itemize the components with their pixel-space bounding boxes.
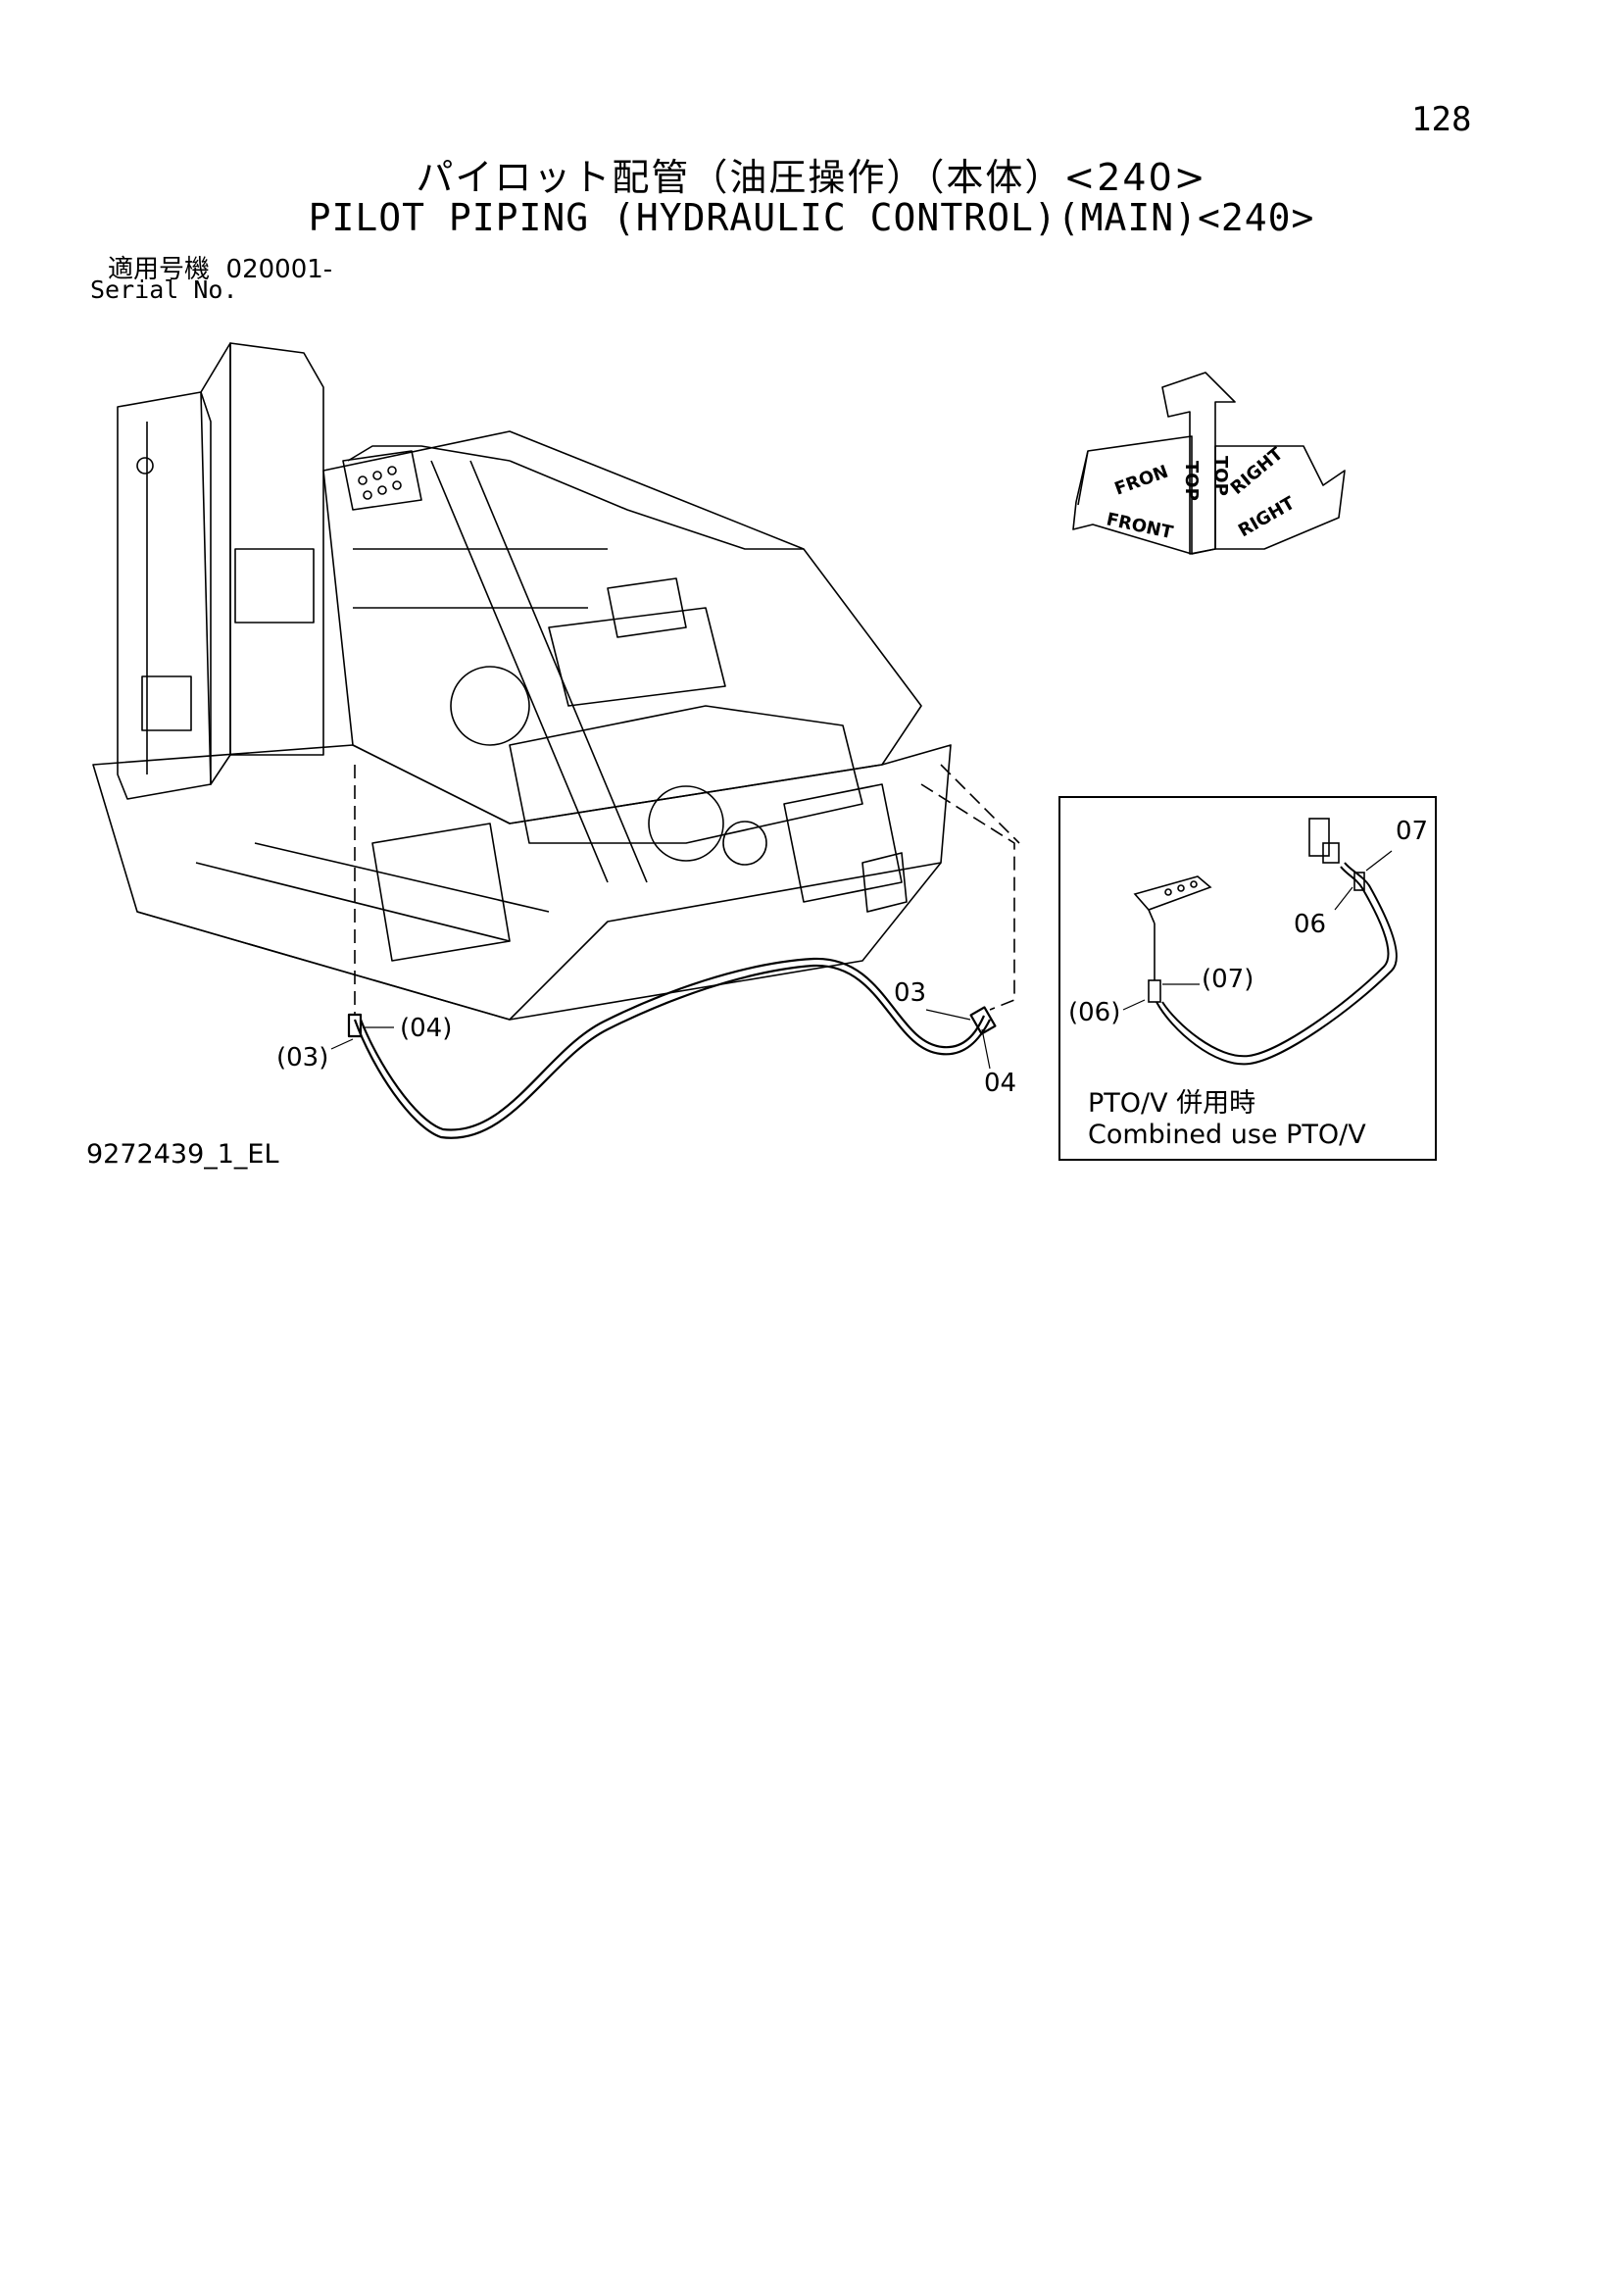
pilot-hose-main	[347, 957, 997, 1139]
inset-caption-japanese: PTO/V 併用時	[1088, 1088, 1256, 1119]
serial-label-english: Serial No.	[90, 275, 238, 304]
pto-inset-box	[1058, 796, 1437, 1161]
inset-callout-paren-07: (07)	[1202, 965, 1254, 994]
serial-label-jp-text: 適用号機	[108, 255, 211, 284]
callout-paren-03: (03)	[276, 1043, 329, 1073]
cab-pillar	[117, 342, 324, 800]
page-title-english: PILOT PIPING (HYDRAULIC CONTROL)(MAIN)<2…	[308, 196, 1315, 239]
orientation-right-label-b: RIGHT	[1235, 492, 1299, 541]
page-title-japanese: パイロット配管（油圧操作）（本体）<240>	[416, 156, 1207, 199]
serial-number-value: 020001-	[225, 255, 333, 284]
callout-04: 04	[984, 1069, 1017, 1098]
inset-callout-06: 06	[1294, 910, 1327, 939]
drawing-id: 9272439_1_EL	[86, 1139, 279, 1170]
orientation-front-label-a: FRON	[1112, 462, 1171, 500]
upper-frame	[92, 430, 952, 1021]
orientation-right-label-a: RIGHT	[1227, 443, 1288, 499]
orientation-top-label-a: TOP	[1181, 461, 1202, 501]
orientation-icon	[1072, 372, 1346, 555]
inset-caption-english: Combined use PTO/V	[1088, 1120, 1366, 1150]
orientation-top-label-b: TOP	[1210, 456, 1231, 496]
inset-callout-07: 07	[1396, 817, 1429, 846]
page-number: 128	[1411, 100, 1472, 139]
callout-03: 03	[894, 978, 927, 1008]
callout-paren-04: (04)	[400, 1014, 453, 1043]
inset-callout-paren-06: (06)	[1068, 998, 1121, 1027]
inset-drawing	[1122, 818, 1398, 1066]
serial-label-japanese: 適用号機 020001-	[108, 249, 332, 285]
inset-caption: PTO/V 併用時 Combined use PTO/V	[1088, 1088, 1366, 1151]
hidden-route-lines	[354, 764, 1020, 1015]
main-leader-lines	[330, 1009, 991, 1070]
